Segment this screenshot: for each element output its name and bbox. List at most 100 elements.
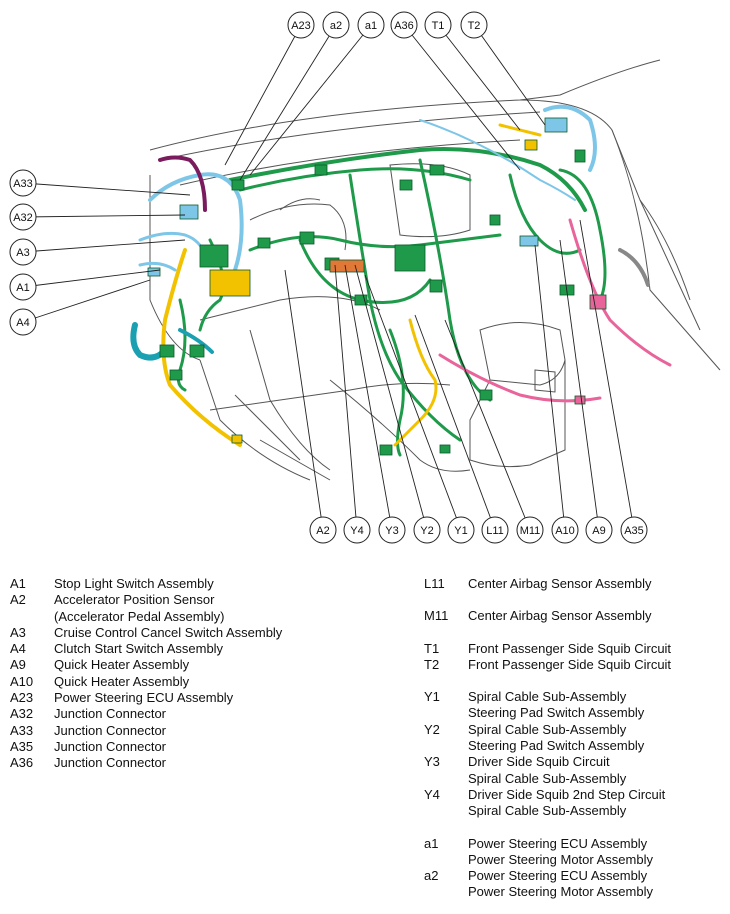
legend-code	[10, 609, 54, 625]
callout-A2: A2	[309, 516, 337, 544]
legend-code: T2	[424, 656, 440, 672]
callout-leader-A36	[403, 24, 521, 171]
legend-code	[424, 884, 468, 900]
callout-circle	[287, 11, 315, 39]
callout-circle	[357, 11, 385, 39]
legend-code: L11	[424, 576, 445, 591]
legend-description: Accelerator Position Sensor	[54, 592, 215, 608]
callout-A32: A32	[9, 203, 37, 231]
legend-row: Steering Pad Switch Assembly	[424, 705, 724, 721]
legend-description: Power Steering Motor Assembly	[468, 884, 653, 900]
callout-Y3: Y3	[378, 516, 406, 544]
callout-circle	[481, 516, 509, 544]
callout-circle	[620, 516, 648, 544]
callout-label: A10	[555, 525, 575, 537]
legend-description: Power Steering ECU Assembly	[54, 690, 234, 706]
legend-row: A2 Accelerator Position Sensor	[10, 592, 410, 608]
callout-label: A35	[624, 525, 644, 537]
callout-label: a2	[330, 20, 342, 32]
legend-row: Power Steering Motor Assembly	[424, 884, 724, 900]
legend-code: Y2	[424, 721, 440, 737]
legend-code	[424, 705, 468, 721]
callout-leader-A3	[22, 239, 186, 253]
callout-leader-Y2	[354, 264, 428, 531]
callout-leader-A33	[22, 182, 191, 196]
callout-label: A1	[16, 282, 29, 294]
callout-circle	[9, 203, 37, 231]
callout-leader-A35	[579, 219, 635, 531]
legend-description: Front Passenger Side Squib Circuit	[468, 640, 672, 656]
callout-label: A32	[13, 212, 33, 224]
callout-T2: T2	[460, 11, 488, 39]
legend-code: A9	[10, 657, 26, 673]
callout-circle	[309, 516, 337, 544]
legend-row: M11 Center Airbag Sensor Assembly	[424, 608, 724, 624]
callout-leader-a2	[239, 24, 337, 181]
legend-code: A4	[10, 641, 26, 657]
callout-A4: A4	[9, 308, 37, 336]
callout-circle	[460, 11, 488, 39]
callout-leader-A9	[559, 239, 600, 531]
callout-A3: A3	[9, 238, 37, 266]
legend-description: Front Passenger Side Squib Circuit	[468, 656, 672, 672]
legend-row: (Accelerator Pedal Assembly)	[10, 609, 410, 625]
callout-A35: A35	[620, 516, 648, 544]
callout-leader-Y4	[334, 264, 358, 531]
legend-description: Quick Heater Assembly	[54, 673, 190, 689]
callout-leader-M11	[444, 319, 531, 531]
callout-label: T2	[468, 20, 481, 32]
legend-code: A36	[10, 755, 34, 771]
legend-code: a1	[424, 835, 439, 851]
legend-code: a2	[424, 868, 439, 884]
legend-row: Spiral Cable Sub-Assembly	[424, 803, 724, 819]
legend-description: Spiral Cable Sub-Assembly	[468, 803, 627, 819]
callout-leader-T1	[437, 24, 521, 131]
callout-leader-T2	[473, 24, 546, 126]
callout-a1: a1	[357, 11, 385, 39]
legend-code: Y4	[424, 786, 440, 802]
callout-leader-A23	[224, 24, 302, 166]
callout-label: A2	[316, 525, 329, 537]
callout-leader-A4	[22, 279, 151, 323]
callout-label: Y4	[350, 525, 363, 537]
legend-row: Steering Pad Switch Assembly	[424, 738, 724, 754]
callout-leader-lines	[22, 24, 635, 531]
callout-label: T1	[432, 20, 445, 32]
legend-code: A33	[10, 722, 34, 738]
callout-circle	[9, 169, 37, 197]
legend-description: Cruise Control Cancel Switch Assembly	[54, 624, 283, 640]
legend-row: Power Steering Motor Assembly	[424, 852, 724, 868]
legend-code: A2	[10, 592, 26, 608]
callout-circle	[9, 308, 37, 336]
callout-A33: A33	[9, 169, 37, 197]
legend-gap	[424, 673, 724, 689]
callout-label: A4	[16, 317, 29, 329]
legend-description: Steering Pad Switch Assembly	[468, 705, 645, 721]
callout-label: A23	[291, 20, 311, 32]
callout-leader-A32	[22, 214, 186, 218]
legend-code: M11	[424, 608, 449, 624]
callout-circle	[516, 516, 544, 544]
legend-code: A32	[10, 706, 34, 722]
callout-circle	[585, 516, 613, 544]
callout-label: Y3	[385, 525, 398, 537]
callout-label: L11	[486, 525, 504, 537]
callout-T1: T1	[424, 11, 452, 39]
legend-description: Center Airbag Sensor Assembly	[468, 608, 652, 624]
callout-leader-a1	[249, 24, 372, 176]
legend-row: Spiral Cable Sub-Assembly	[424, 771, 724, 787]
legend-description: Power Steering ECU Assembly	[468, 835, 648, 851]
callout-L11: L11	[481, 516, 509, 544]
